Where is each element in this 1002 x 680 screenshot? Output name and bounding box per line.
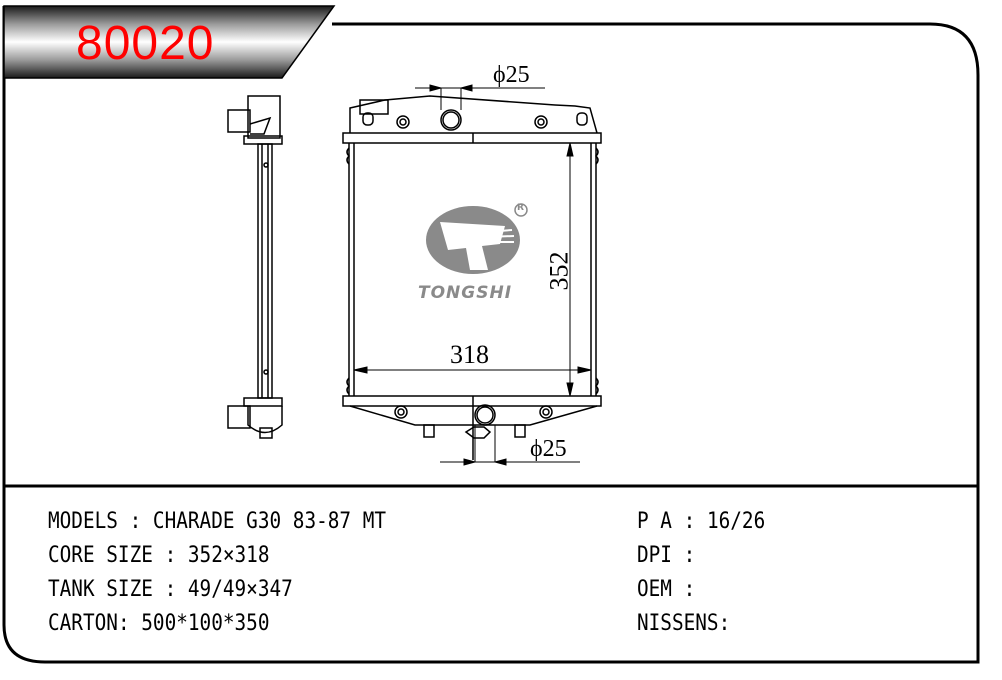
spec-carton: CARTON: 500*100*350 — [48, 611, 270, 636]
part-number: 80020 — [76, 17, 215, 70]
outlet-diameter-label: ϕ25 — [530, 436, 567, 462]
spec-tank-size: TANK SIZE : 49/49×347 — [48, 577, 293, 602]
core-height-label: 352 — [544, 251, 574, 291]
spec-dpi: DPI : — [637, 543, 707, 568]
specs-right: P A : 16/26 DPI : OEM : NISSENS: — [637, 505, 783, 641]
spec-core-size: CORE SIZE : 352×318 — [48, 543, 270, 568]
title-banner: 80020 — [4, 6, 334, 78]
registered-mark-icon: R — [517, 203, 524, 213]
core-width-label: 318 — [450, 340, 489, 369]
inlet-diameter-label: ϕ25 — [493, 62, 530, 88]
spec-oem: OEM : — [637, 577, 707, 602]
specs-left: MODELS : CHARADE G30 83-87 MT CORE SIZE … — [48, 505, 432, 641]
spec-nissens: NISSENS: — [637, 611, 731, 636]
spec-pa: P A : 16/26 — [637, 509, 766, 534]
logo-brand-text: TONGSHI — [418, 283, 513, 303]
spec-models: MODELS : CHARADE G30 83-87 MT — [48, 509, 387, 534]
